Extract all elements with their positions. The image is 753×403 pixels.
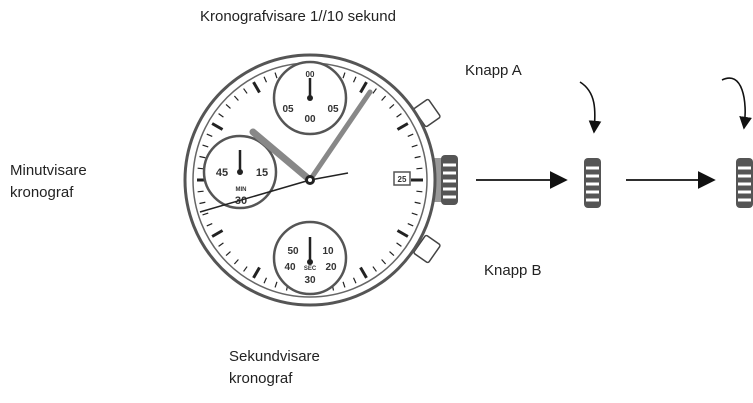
crown [433,155,458,205]
bottom-subdial-left-numeral: 40 [284,262,296,273]
dial-minute-tick [243,88,248,94]
chrono-minute-label: Minutvisare kronograf [10,160,87,204]
dial-minute-tick [407,133,414,138]
bottom-subdial-bottom-numeral: 30 [304,275,316,286]
dial-minute-tick [342,281,346,288]
push-arrow-2 [721,77,752,130]
chrono-second-label-line1: Sekundvisare [229,348,320,365]
dial-minute-tick [342,72,346,79]
bottom-subdial-top-left-numeral: 50 [287,246,299,257]
date-window-value: 25 [398,175,407,184]
dial-minute-tick [352,76,357,83]
crown-position-2 [579,81,602,208]
dial-minute-tick [206,133,213,138]
bottom-subdial-top-right-numeral: 10 [322,246,334,257]
dial-minute-tick [274,281,278,288]
dial-minute-tick [263,76,268,83]
dial-minute-tick [416,190,423,193]
left-subdial-left-numeral: 45 [216,167,228,179]
dial-minute-tick [202,144,209,148]
dial-minute-tick [225,103,231,109]
dial-minute-tick [199,201,206,205]
left-subdial-caption: MIN [236,187,247,193]
bottom-subdial-hand-pivot [307,259,313,265]
main-hands [199,89,373,213]
dial-minute-tick [263,277,268,284]
left-subdial: 45 15 30 MIN [202,134,278,210]
bottom-subdial-right-numeral: 20 [325,262,337,273]
dial-hour-marker [359,81,368,94]
dial-hour-marker [211,229,224,238]
top-subdial: 05 05 00 00 [272,60,348,136]
button-b-pusher [413,234,441,264]
dial-hour-marker [252,266,261,279]
dial-minute-tick [218,242,224,247]
dial-minute-tick [414,155,421,159]
dial-minute-tick [197,190,204,193]
dial-minute-tick [416,167,423,170]
chrono-minute-label-line1: Minutvisare [10,162,87,179]
dial-minute-tick [389,103,395,109]
chrono-seconds-hand [199,179,311,213]
dial-minute-tick [396,242,402,247]
dial-minute-tick [414,201,421,205]
dial-minute-tick [233,95,239,101]
dial-minute-tick [199,155,206,159]
button-b-label: Knapp B [484,262,542,279]
minute-hand [307,89,373,183]
chrono-second-label: Sekundvisare kronograf [229,346,320,390]
dial-minute-tick [407,222,414,227]
dial-hour-marker [211,122,224,131]
dial-minute-tick [206,222,213,227]
top-subdial-left-numeral: 05 [282,104,294,115]
dial-minute-tick [389,251,395,257]
dial-minute-tick [218,113,224,118]
chrono-second-label-line2: kronograf [229,370,293,387]
dial-hour-marker [396,229,409,238]
hands-pivot-center [308,178,312,182]
dial-minute-tick [197,167,204,170]
bottom-subdial: 50 10 40 20 30 SEC [272,220,348,296]
dial-hour-marker [396,122,409,131]
dial-minute-tick [202,212,209,216]
push-arrow-1 [579,81,602,134]
top-subdial-right-numeral: 05 [327,104,339,115]
bottom-subdial-caption: SEC [304,266,317,272]
chrono-minute-label-line2: kronograf [10,184,74,201]
dial-minute-tick [243,266,248,272]
chrono-tenth-second-label: Kronografvisare 1//10 sekund [200,8,396,25]
dial-minute-tick [233,259,239,265]
dial-hour-marker [359,266,368,279]
hour-hand [249,128,314,184]
left-subdial-hand-pivot [237,169,243,175]
top-subdial-hand-pivot [307,95,313,101]
dial-minute-tick [274,72,278,79]
dial-minute-tick [372,266,377,272]
button-a-label: Knapp A [465,62,522,79]
dial-minute-tick [225,251,231,257]
chrono-seconds-hand-tail [309,172,349,181]
date-window: 25 [393,171,411,186]
crown-position-3 [721,77,753,208]
left-subdial-bottom-numeral: 30 [235,195,247,207]
dial-minute-tick [372,88,377,94]
dial-minute-tick [396,113,402,118]
top-subdial-bottom-numeral: 00 [304,114,316,125]
dial-minute-tick [352,277,357,284]
dial-minute-tick [381,95,387,101]
dial-hour-marker [252,81,261,94]
dial-minute-tick [381,259,387,265]
dial-minute-tick [411,144,418,148]
left-subdial-right-numeral: 15 [256,167,268,179]
dial-minute-tick [411,212,418,216]
top-subdial-top-numeral: 00 [306,70,315,79]
